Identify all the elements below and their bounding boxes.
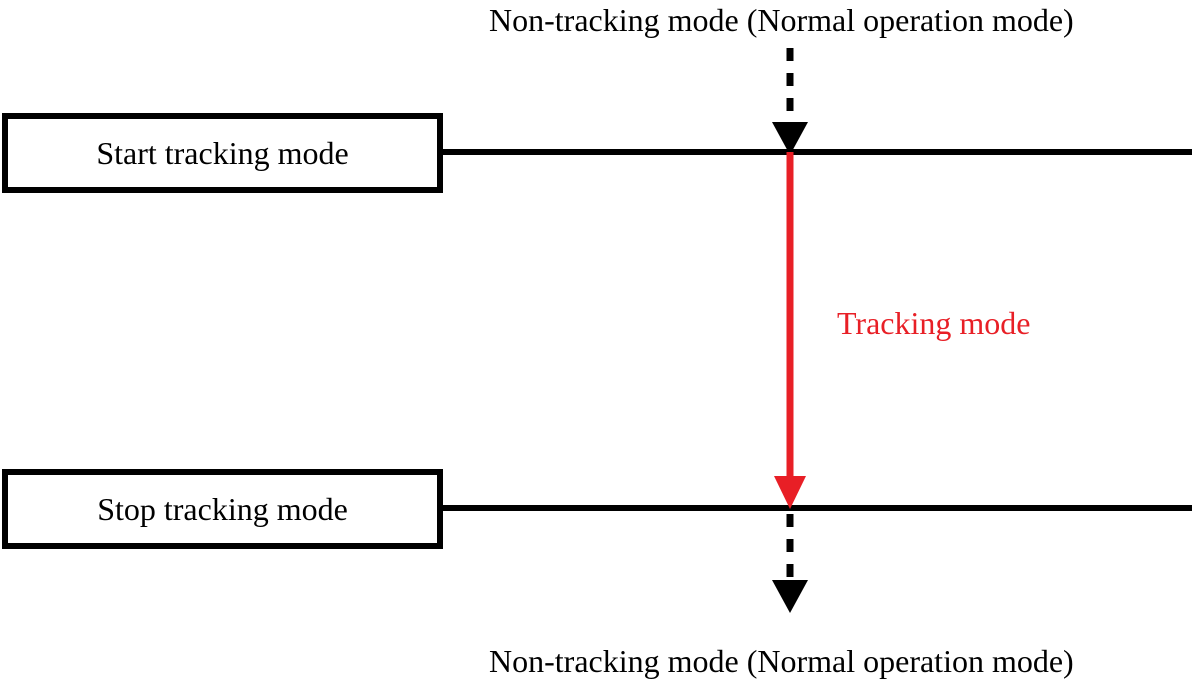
stop-tracking-mode-label: Stop tracking mode [97, 491, 348, 527]
tracking-mode-label: Tracking mode [837, 305, 1031, 341]
stop-tracking-mode-box: Stop tracking mode [2, 469, 443, 549]
exit-tracking-arrow-icon [772, 514, 808, 613]
tracking-mode-arrow-icon [774, 152, 806, 509]
start-timeline-line [437, 149, 1192, 155]
enter-tracking-arrow-icon [772, 48, 808, 155]
stop-timeline-line [437, 505, 1192, 511]
top-mode-label: Non-tracking mode (Normal operation mode… [489, 2, 1074, 38]
bottom-mode-label: Non-tracking mode (Normal operation mode… [489, 643, 1074, 679]
start-tracking-mode-label: Start tracking mode [96, 135, 349, 171]
start-tracking-mode-box: Start tracking mode [2, 113, 443, 193]
